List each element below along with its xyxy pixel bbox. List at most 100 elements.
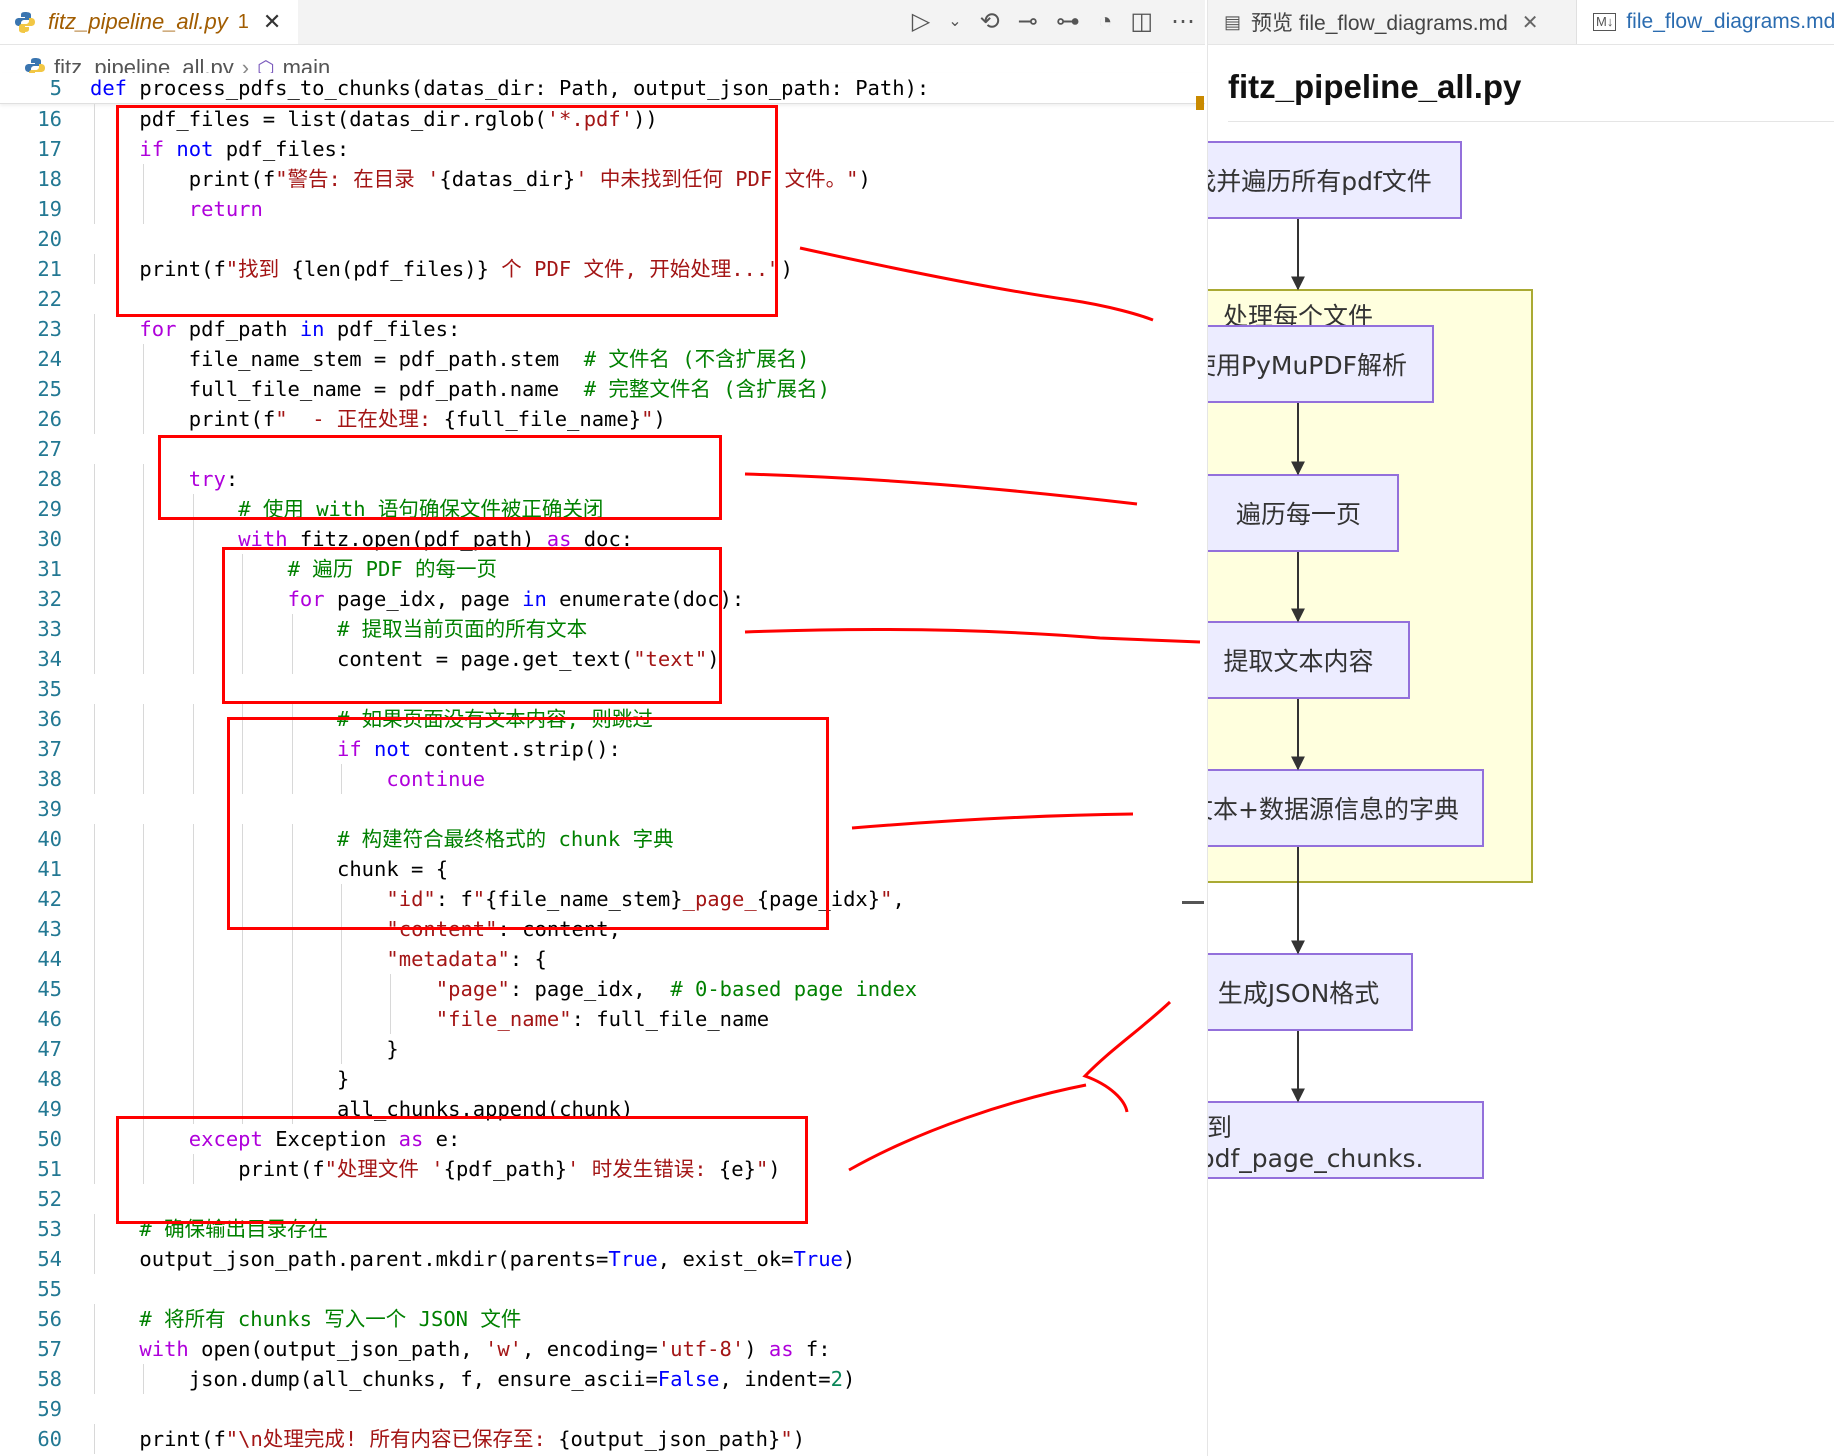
code-line[interactable]: 42"id": f"{file_name_stem}_page_{page_id…: [0, 884, 1205, 914]
code-token: pdf_files = list(datas_dir.rglob(: [139, 107, 547, 131]
code-line[interactable]: 53# 确保输出目录存在: [0, 1214, 1205, 1244]
scrollbar-indicator[interactable]: [1182, 901, 1204, 904]
node-find-pdfs: 查找并遍历所有pdf文件: [1208, 141, 1462, 219]
indent-guide: [94, 614, 95, 644]
code-token: doc:: [571, 527, 634, 551]
code-token: True: [608, 1247, 658, 1271]
tab-preview-md[interactable]: ▤ 预览 file_flow_diagrams.md ✕: [1208, 0, 1577, 44]
indent-guide: [242, 974, 244, 1004]
timeline-icon[interactable]: ◔: [1097, 8, 1113, 35]
indent-guide: [94, 1214, 95, 1244]
code-token: as: [546, 527, 572, 551]
indent-guide: [94, 1034, 95, 1064]
code-line[interactable]: 33# 提取当前页面的所有文本: [0, 614, 1205, 644]
code-token: [164, 137, 176, 161]
step-icon[interactable]: ⊸: [1017, 8, 1038, 35]
code-token: : content,: [497, 917, 621, 941]
code-line[interactable]: 22: [0, 284, 1205, 314]
code-token: {file_name_stem}: [485, 887, 683, 911]
line-number: 28: [37, 467, 62, 491]
code-text: print(f"\n处理完成! 所有内容已保存至: {output_json_p…: [139, 1424, 805, 1454]
code-token: print(f: [139, 257, 226, 281]
node-iterate-pages: 遍历每一页: [1208, 474, 1399, 552]
code-token: 2: [830, 1367, 843, 1391]
indent-guide: [94, 914, 95, 944]
tab-fitz-pipeline[interactable]: fitz_pipeline_all.py 1 ✕: [0, 0, 298, 44]
code-line[interactable]: 45"page": page_idx, # 0-based page index: [0, 974, 1205, 1004]
code-line[interactable]: 27: [0, 434, 1205, 464]
run-icon[interactable]: ▷: [911, 8, 931, 35]
split-editor-icon[interactable]: ◫: [1130, 8, 1153, 35]
code-token: with: [238, 527, 288, 551]
commit-icon[interactable]: ⊶: [1055, 8, 1080, 35]
code-line[interactable]: 20: [0, 224, 1205, 254]
code-text: # 构建符合最终格式的 chunk 字典: [337, 824, 674, 854]
code-line[interactable]: 36# 如果页面没有文本内容, 则跳过: [0, 704, 1205, 734]
code-line[interactable]: 35: [0, 674, 1205, 704]
more-icon[interactable]: ⋯: [1171, 8, 1195, 35]
indent-guide: [94, 464, 95, 494]
code-token: ": [755, 1157, 769, 1181]
code-line[interactable]: 48}: [0, 1064, 1205, 1094]
indent-guide: [242, 644, 244, 674]
code-line[interactable]: 47}: [0, 1034, 1205, 1064]
indent-guide: [291, 764, 293, 794]
code-line[interactable]: 31# 遍历 PDF 的每一页: [0, 554, 1205, 584]
code-line[interactable]: 55: [0, 1274, 1205, 1304]
code-line[interactable]: 46"file_name": full_file_name: [0, 1004, 1205, 1034]
tab-markdown-source[interactable]: M↓ file_flow_diagrams.md: [1577, 0, 1834, 44]
node-build-dict: 构建文本+数据源信息的字典: [1208, 769, 1484, 847]
close-icon[interactable]: ✕: [1521, 11, 1539, 34]
code-line[interactable]: 29# 使用 with 语句确保文件被正确关闭: [0, 494, 1205, 524]
indent-guide: [143, 164, 145, 194]
close-icon[interactable]: ✕: [262, 9, 282, 34]
code-line[interactable]: 56# 将所有 chunks 写入一个 JSON 文件: [0, 1304, 1205, 1334]
indent-guide: [143, 974, 145, 1004]
chevron-down-icon[interactable]: ⌄: [948, 13, 962, 30]
code-line[interactable]: 39: [0, 794, 1205, 824]
code-line[interactable]: 59: [0, 1394, 1205, 1424]
line-number: 26: [37, 407, 62, 431]
code-token: {output_json_path}: [558, 1427, 781, 1451]
indent-guide: [94, 944, 95, 974]
code-token: except: [188, 1127, 263, 1151]
line-number: 52: [37, 1187, 62, 1211]
indent-guide: [94, 1004, 95, 1034]
line-number: 31: [37, 557, 62, 581]
indent-guide: [143, 824, 145, 854]
indent-guide: [143, 464, 145, 494]
code-token: try: [188, 467, 226, 491]
source-control-icon[interactable]: ⟲: [979, 8, 1000, 35]
code-line[interactable]: 52: [0, 1184, 1205, 1214]
code-line[interactable]: 44"metadata": {: [0, 944, 1205, 974]
code-line[interactable]: 43"content": content,: [0, 914, 1205, 944]
code-line[interactable]: 40# 构建符合最终格式的 chunk 字典: [0, 824, 1205, 854]
indent-guide: [291, 644, 293, 674]
code-token: content = page.get_text(: [337, 647, 634, 671]
